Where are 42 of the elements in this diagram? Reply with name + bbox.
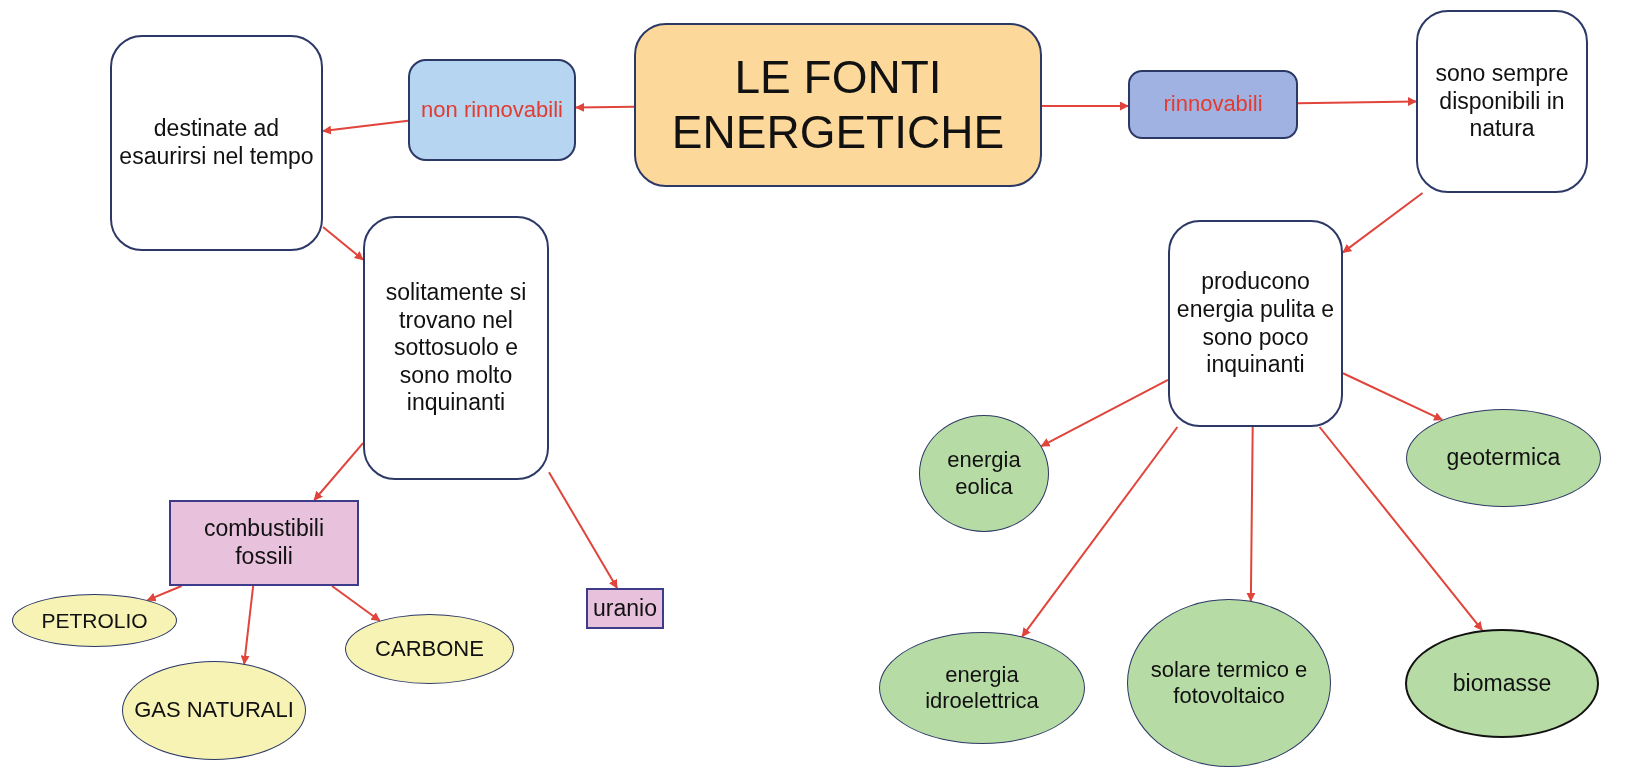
node-text: solitamente si trovano nel sottosuolo e sono molto inquinanti: [384, 279, 528, 417]
rounded-box: [1168, 220, 1343, 427]
arrow: [1040, 378, 1169, 448]
arrow: [331, 585, 381, 622]
arrow: [313, 442, 364, 501]
node-text: sono sempre disponibili in natura: [1434, 60, 1570, 143]
node-text: GAS NATURALI: [134, 697, 294, 724]
node-text: energia idroelettrica: [924, 661, 1040, 715]
rectangle-box: [169, 500, 359, 586]
node-text: geotermica: [1446, 444, 1561, 472]
rounded-box: [363, 216, 549, 480]
arrow: [1342, 372, 1444, 421]
node-text: energia eolica: [946, 447, 1022, 500]
node-text: LE FONTI ENERGETICHE: [670, 49, 1006, 160]
node-text: non rinnovabili: [421, 96, 563, 124]
category-box: [1128, 70, 1298, 139]
node-text: rinnovabili: [1163, 91, 1263, 118]
arrow: [1021, 426, 1179, 638]
rounded-box: [1416, 10, 1588, 193]
node-text: PETROLIO: [41, 607, 148, 634]
arrow: [1342, 192, 1424, 254]
rectangle-box: [586, 588, 664, 629]
arrow: [240, 585, 255, 665]
arrow: [146, 585, 183, 602]
arrow: [1041, 101, 1129, 111]
category-box: [408, 59, 576, 161]
node-text: CARBONE: [375, 635, 484, 663]
arrow: [322, 226, 364, 261]
rounded-box: [110, 35, 323, 251]
node-text: biomasse: [1452, 669, 1552, 698]
arrow: [1297, 97, 1417, 107]
node-text: solare termico e fotovoltaico: [1149, 656, 1309, 710]
node-text: combustibili fossili: [202, 515, 326, 571]
arrow: [575, 102, 635, 112]
node-text: producono energia pulita e sono poco inquinanti: [1175, 268, 1336, 379]
title-box: [634, 23, 1042, 187]
node-text: uranio: [593, 594, 657, 623]
arrow: [322, 119, 409, 135]
arrow: [1246, 426, 1256, 602]
node-text: destinate ad esaurirsi nel tempo: [118, 115, 315, 171]
arrow: [548, 471, 619, 589]
arrow: [1318, 426, 1484, 632]
